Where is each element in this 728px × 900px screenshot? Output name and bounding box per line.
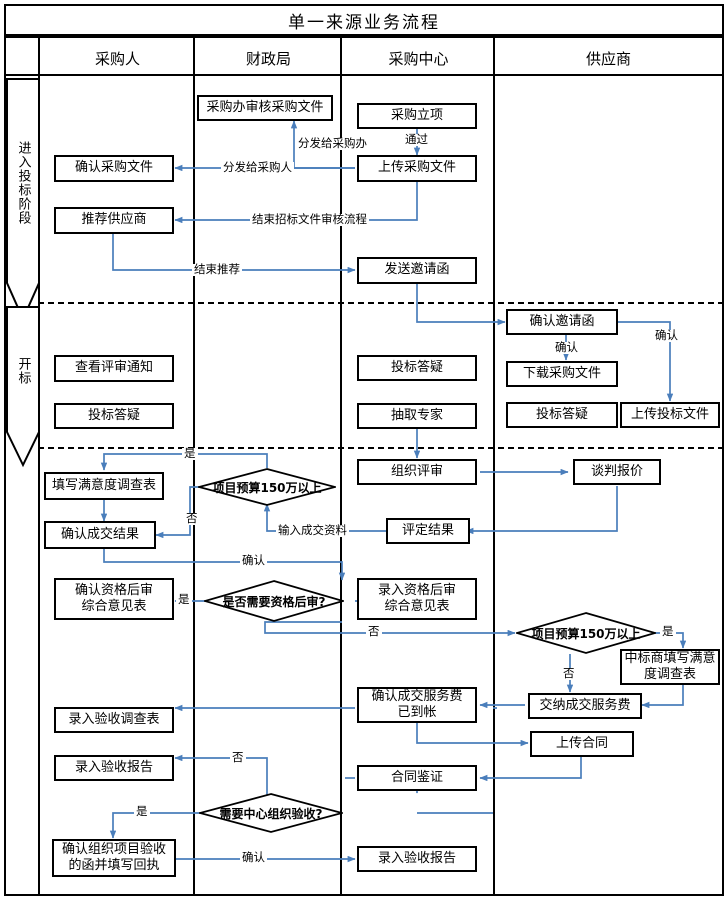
edge-label-分发给采购人: 分发给采购人	[221, 160, 294, 174]
lane-header-1: 财政局	[245, 49, 291, 68]
lane-header-row: 采购人 财政局 采购中心 供应商	[4, 36, 724, 76]
lane-separator-2	[340, 36, 342, 896]
node-上传合同[interactable]: 上传合同	[530, 731, 634, 757]
stage-chevron-1: 开标	[6, 306, 40, 468]
edge-label-否-2: 否	[366, 624, 382, 638]
edge-label-结束招标文件审核流程: 结束招标文件审核流程	[250, 212, 369, 226]
lane-separator-3	[493, 36, 495, 896]
edge-label-确认-2: 确认	[653, 328, 680, 342]
node-下载采购文件[interactable]: 下载采购文件	[506, 361, 618, 387]
node-确认采购文件[interactable]: 确认采购文件	[54, 155, 174, 182]
edge-label-确认-1: 确认	[553, 340, 580, 354]
node-上传采购文件[interactable]: 上传采购文件	[357, 155, 477, 182]
node-谈判报价[interactable]: 谈判报价	[573, 459, 661, 485]
node-是否需要资格后审[interactable]: 是否需要资格后审?	[204, 580, 344, 622]
stage-chevron-0: 进入投标阶段	[6, 78, 40, 322]
node-投标答疑-buyer[interactable]: 投标答疑	[54, 403, 174, 429]
node-投标答疑-center[interactable]: 投标答疑	[357, 355, 477, 381]
node-交纳成交服务费[interactable]: 交纳成交服务费	[528, 693, 642, 719]
node-抽取专家[interactable]: 抽取专家	[357, 403, 477, 429]
node-确认邀请函[interactable]: 确认邀请函	[506, 309, 618, 335]
node-上传投标文件[interactable]: 上传投标文件	[620, 402, 720, 428]
node-推荐供应商[interactable]: 推荐供应商	[54, 207, 174, 234]
edge-label-是-2: 是	[176, 592, 192, 606]
stage-divider-1	[38, 302, 724, 304]
page-title: 单一来源业务流程	[288, 12, 440, 33]
node-确认组织项目验收的函并填写回执[interactable]: 确认组织项目验收的函并填写回执	[52, 839, 176, 877]
edge-label-否-3: 否	[561, 666, 577, 680]
decision-label: 是否需要资格后审?	[222, 594, 326, 609]
stage-label-0: 进入投标阶段	[15, 141, 31, 225]
node-确认成交结果[interactable]: 确认成交结果	[44, 521, 156, 549]
decision-label: 需要中心组织验收?	[219, 806, 323, 821]
edge-label-是-1: 是	[182, 446, 198, 460]
edge-label-分发给采购办: 分发给采购办	[296, 136, 369, 150]
node-确认成交服务费已到帐[interactable]: 确认成交服务费已到帐	[357, 687, 477, 723]
node-中标商填写满意度调查表[interactable]: 中标商填写满意度调查表	[620, 649, 720, 685]
edge-label-通过: 通过	[403, 132, 430, 146]
edge-label-否-1: 否	[184, 511, 200, 525]
node-项目预算150万以上-right[interactable]: 项目预算150万以上	[516, 612, 656, 654]
node-投标答疑-supplier[interactable]: 投标答疑	[506, 402, 618, 428]
node-采购办审核采购文件[interactable]: 采购办审核采购文件	[197, 95, 333, 121]
edge-label-是-4: 是	[134, 804, 150, 818]
node-评定结果[interactable]: 评定结果	[386, 518, 470, 544]
node-确认资格后审综合意见表[interactable]: 确认资格后审综合意见表	[54, 578, 174, 620]
decision-label: 项目预算150万以上	[212, 480, 322, 495]
node-组织评审[interactable]: 组织评审	[357, 459, 477, 485]
edge-label-结束推荐: 结束推荐	[192, 262, 242, 276]
lane-separator-1	[193, 36, 195, 896]
stage-divider-2	[38, 447, 724, 449]
node-采购立项[interactable]: 采购立项	[357, 103, 477, 129]
edge-label-否-4: 否	[230, 750, 246, 764]
diagram-title-bar: 单一来源业务流程	[4, 4, 724, 36]
node-填写满意度调查表[interactable]: 填写满意度调查表	[44, 472, 164, 500]
node-录入验收报告-buyer[interactable]: 录入验收报告	[54, 755, 174, 781]
lane-separator-0	[38, 36, 40, 896]
edge-label-确认-3: 确认	[240, 553, 267, 567]
node-合同鉴证[interactable]: 合同鉴证	[357, 765, 477, 791]
node-录入验收调查表[interactable]: 录入验收调查表	[54, 707, 174, 733]
node-需要中心组织验收[interactable]: 需要中心组织验收?	[199, 793, 343, 833]
edge-label-是-3: 是	[660, 624, 676, 638]
lane-header-rule	[4, 74, 724, 76]
lane-header-3: 供应商	[585, 49, 631, 68]
node-发送邀请函[interactable]: 发送邀请函	[357, 257, 477, 284]
edge-label-输入成交资料: 输入成交资料	[276, 523, 349, 537]
node-录入资格后审综合意见表[interactable]: 录入资格后审综合意见表	[357, 578, 477, 620]
node-录入验收报告-center[interactable]: 录入验收报告	[357, 846, 477, 872]
stage-label-1: 开标	[15, 357, 31, 385]
lane-header-2: 采购中心	[388, 49, 449, 68]
edge-label-确认-4: 确认	[240, 850, 267, 864]
decision-label: 项目预算150万以上	[531, 626, 641, 641]
lane-header-0: 采购人	[94, 49, 140, 68]
node-查看评审通知[interactable]: 查看评审通知	[54, 355, 174, 382]
node-项目预算150万以上-left[interactable]: 项目预算150万以上	[198, 468, 336, 506]
